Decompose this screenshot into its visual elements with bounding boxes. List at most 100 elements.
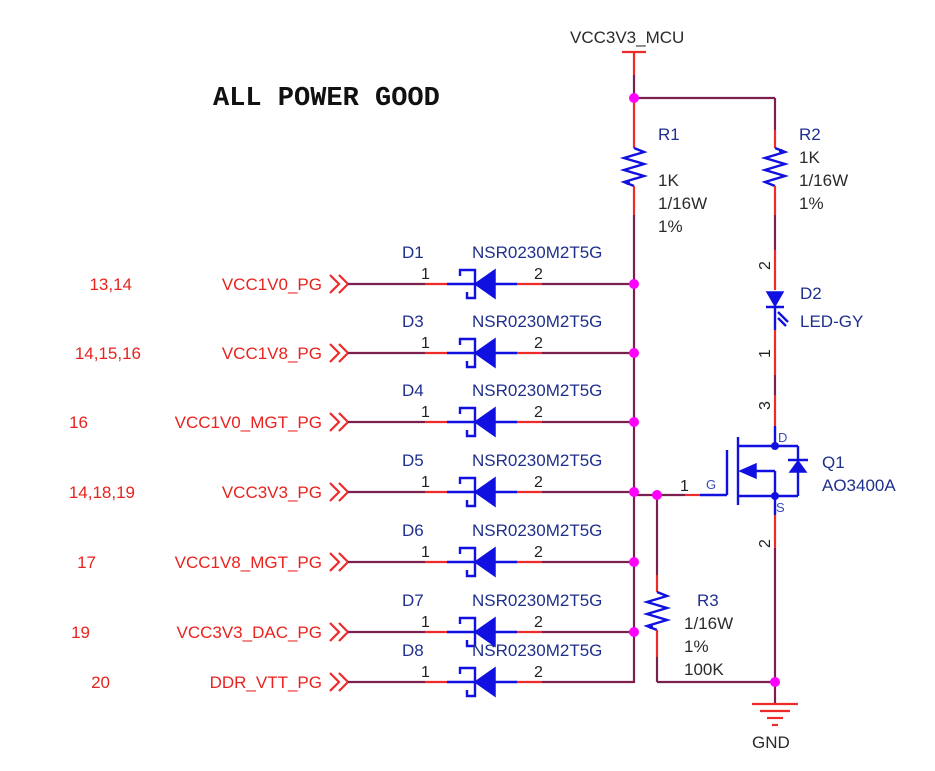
page-reference: 14,18,19 xyxy=(69,483,135,502)
diode-pin-cathode: 2 xyxy=(534,664,543,681)
junction xyxy=(629,627,639,637)
resistor-r2 xyxy=(760,130,790,215)
junction xyxy=(629,279,639,289)
mosfet-q1 xyxy=(685,395,808,548)
diode-ref: D3 xyxy=(402,312,424,331)
offpage-connector-icon xyxy=(329,672,350,692)
resistor-r1 xyxy=(619,98,649,215)
diode-pin-cathode: 2 xyxy=(534,614,543,631)
r1-power: 1/16W xyxy=(658,194,707,213)
d2-ref: D2 xyxy=(800,284,822,303)
q1-part: AO3400A xyxy=(822,476,896,495)
diode-part: NSR0230M2T5G xyxy=(472,243,602,262)
schottky-diode-icon xyxy=(458,406,517,438)
ground-symbol xyxy=(752,702,798,727)
diode-ref: D5 xyxy=(402,451,424,470)
page-reference: 13,14 xyxy=(89,275,132,294)
diode-ref: D8 xyxy=(402,641,424,660)
net-label: DDR_VTT_PG xyxy=(210,673,322,692)
input-row: 17 VCC1V8_MGT_PG D6 NSR0230M2T5G 1 2 xyxy=(77,521,639,578)
d2-pin-top: 2 xyxy=(757,261,774,270)
schottky-diode-icon xyxy=(458,666,517,698)
diode-pin-anode: 1 xyxy=(421,664,430,681)
diode-pin-cathode: 2 xyxy=(534,544,543,561)
schottky-diode-icon xyxy=(458,268,517,300)
input-row: 16 VCC1V0_MGT_PG D4 NSR0230M2T5G 1 2 xyxy=(69,381,639,438)
junction xyxy=(629,348,639,358)
diode-pin-anode: 1 xyxy=(421,614,430,631)
q1-drain-label: D xyxy=(778,430,787,445)
q1-ref: Q1 xyxy=(822,453,845,472)
r2-power: 1/16W xyxy=(799,171,848,190)
schottky-diode-icon xyxy=(458,337,517,369)
r1-tolerance: 1% xyxy=(658,217,683,236)
net-label: VCC1V0_MGT_PG xyxy=(175,413,322,432)
led-d2 xyxy=(765,250,789,375)
r2-value: 1K xyxy=(799,148,820,167)
diode-pin-cathode: 2 xyxy=(534,266,543,283)
r2-ref: R2 xyxy=(799,125,821,144)
r3-ref: R3 xyxy=(697,591,719,610)
offpage-connector-icon xyxy=(329,552,350,572)
page-reference: 20 xyxy=(91,673,110,692)
net-label: VCC1V0_PG xyxy=(222,275,322,294)
page-reference: 16 xyxy=(69,413,88,432)
q1-gate-label: G xyxy=(706,477,716,492)
net-label: VCC1V8_MGT_PG xyxy=(175,553,322,572)
page-reference: 17 xyxy=(77,553,96,572)
q1-gate-pin: 1 xyxy=(680,478,689,495)
diode-part: NSR0230M2T5G xyxy=(472,641,602,660)
junction xyxy=(629,487,639,497)
d2-part: LED-GY xyxy=(800,312,863,331)
page-reference: 19 xyxy=(71,623,90,642)
diode-pin-anode: 1 xyxy=(421,335,430,352)
diode-pin-anode: 1 xyxy=(421,404,430,421)
r3-tolerance: 1% xyxy=(684,637,709,656)
schematic-title: ALL POWER GOOD xyxy=(213,84,440,114)
diode-pin-cathode: 2 xyxy=(534,404,543,421)
offpage-connector-icon xyxy=(329,412,350,432)
power-symbol xyxy=(622,50,646,75)
diode-pin-cathode: 2 xyxy=(534,474,543,491)
diode-ref: D1 xyxy=(402,243,424,262)
r2-tolerance: 1% xyxy=(799,194,824,213)
diode-part: NSR0230M2T5G xyxy=(472,381,602,400)
schottky-diode-icon xyxy=(458,476,517,508)
offpage-connector-icon xyxy=(329,622,350,642)
input-row: 20 DDR_VTT_PG D8 NSR0230M2T5G 1 2 xyxy=(91,641,634,698)
schottky-diode-icon xyxy=(458,546,517,578)
diode-part: NSR0230M2T5G xyxy=(472,312,602,331)
diode-ref: D4 xyxy=(402,381,424,400)
junction xyxy=(629,557,639,567)
page-reference: 14,15,16 xyxy=(75,344,141,363)
junction xyxy=(629,417,639,427)
diode-pin-anode: 1 xyxy=(421,544,430,561)
diode-ref: D7 xyxy=(402,591,424,610)
q1-source-label: S xyxy=(776,500,785,515)
gnd-label: GND xyxy=(752,733,790,752)
junction xyxy=(629,93,639,103)
net-label: VCC3V3_DAC_PG xyxy=(176,623,322,642)
offpage-connector-icon xyxy=(329,274,350,294)
resistor-r3 xyxy=(642,575,672,657)
input-row: 19 VCC3V3_DAC_PG D7 NSR0230M2T5G 1 2 xyxy=(71,591,639,648)
schottky-diode-icon xyxy=(458,616,517,648)
junction xyxy=(770,677,780,687)
diode-pin-cathode: 2 xyxy=(534,335,543,352)
diode-part: NSR0230M2T5G xyxy=(472,591,602,610)
q1-drain-pin: 3 xyxy=(757,401,774,410)
diode-ref: D6 xyxy=(402,521,424,540)
diode-part: NSR0230M2T5G xyxy=(472,521,602,540)
q1-source-pin: 2 xyxy=(757,539,774,548)
offpage-connector-icon xyxy=(329,343,350,363)
offpage-connector-icon xyxy=(329,482,350,502)
diode-pin-anode: 1 xyxy=(421,474,430,491)
r3-power: 1/16W xyxy=(684,614,733,633)
r1-ref: R1 xyxy=(658,125,680,144)
d2-pin-bottom: 1 xyxy=(757,349,774,358)
diode-part: NSR0230M2T5G xyxy=(472,451,602,470)
